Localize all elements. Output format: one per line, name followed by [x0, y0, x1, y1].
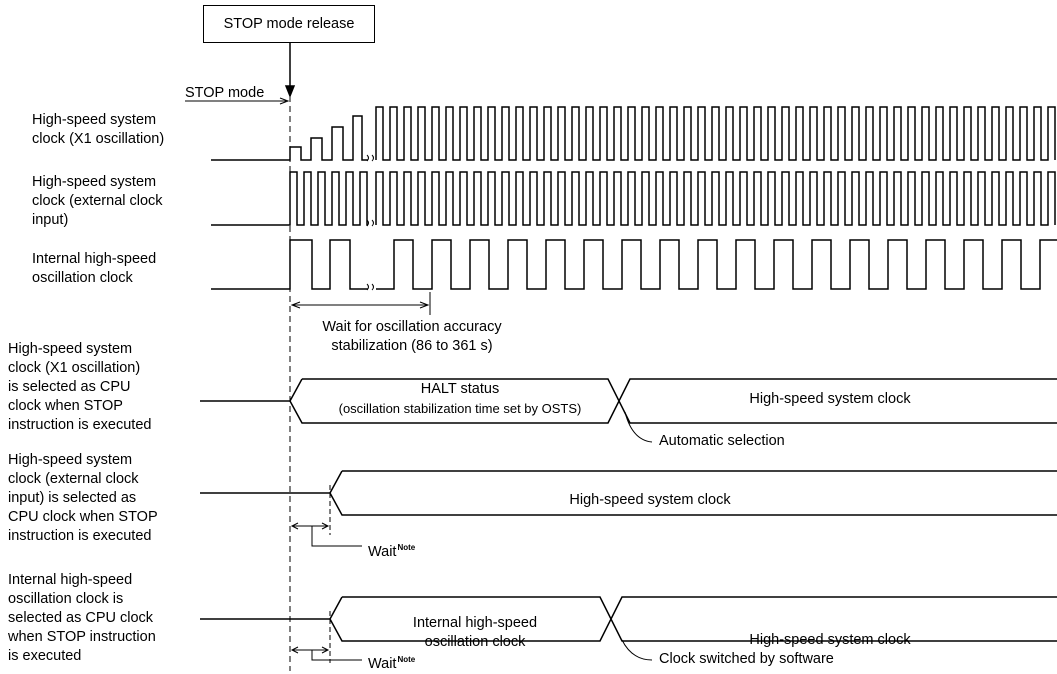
x1-osc-waveform-steady [375, 106, 1056, 161]
wait-note-label-1: WaitNote [368, 543, 416, 560]
sw-switch-leader [621, 639, 653, 661]
case2-wait-leader [311, 526, 362, 547]
stop-mode-arrow [279, 97, 290, 105]
case3-bus [329, 596, 1057, 642]
stop-release-label: STOP mode release [223, 16, 355, 32]
stop-mode-label: STOP mode [185, 85, 265, 101]
ext-clk-waveform-steady [375, 171, 1056, 226]
case1-bus [289, 378, 1057, 424]
sw-switch-label: Clock switched by software [659, 651, 834, 667]
case2-bus [329, 470, 1057, 516]
ext-break-mark [366, 219, 374, 227]
x1-break-mark [366, 154, 374, 162]
hs-clock-label-3: High-speed system clock [749, 632, 911, 648]
int-break-mark [366, 283, 374, 291]
wait-note-label-2: WaitNote [368, 655, 416, 672]
auto-select-leader [624, 411, 653, 443]
int-osc-waveform-steady [376, 239, 1057, 290]
x1-osc-waveform [211, 115, 368, 161]
auto-select-label: Automatic selection [659, 433, 785, 449]
case3-wait-leader [311, 650, 362, 661]
halt-status-label: HALT status (oscillation stabilization t… [338, 381, 582, 416]
ext-clk-waveform [211, 171, 368, 226]
int-osc-waveform [211, 239, 368, 290]
wait-accuracy-arrow-right [419, 301, 430, 309]
wait-accuracy-arrow-left [290, 301, 301, 309]
hs-clock-label-2: High-speed system clock [569, 492, 731, 508]
case2-wait-arrows [290, 522, 330, 530]
stop-release-box: STOP mode release [203, 5, 375, 43]
hs-clock-label-1: High-speed system clock [749, 391, 911, 407]
release-pointer-arrow [284, 85, 296, 99]
case3-wait-arrows [290, 646, 330, 654]
